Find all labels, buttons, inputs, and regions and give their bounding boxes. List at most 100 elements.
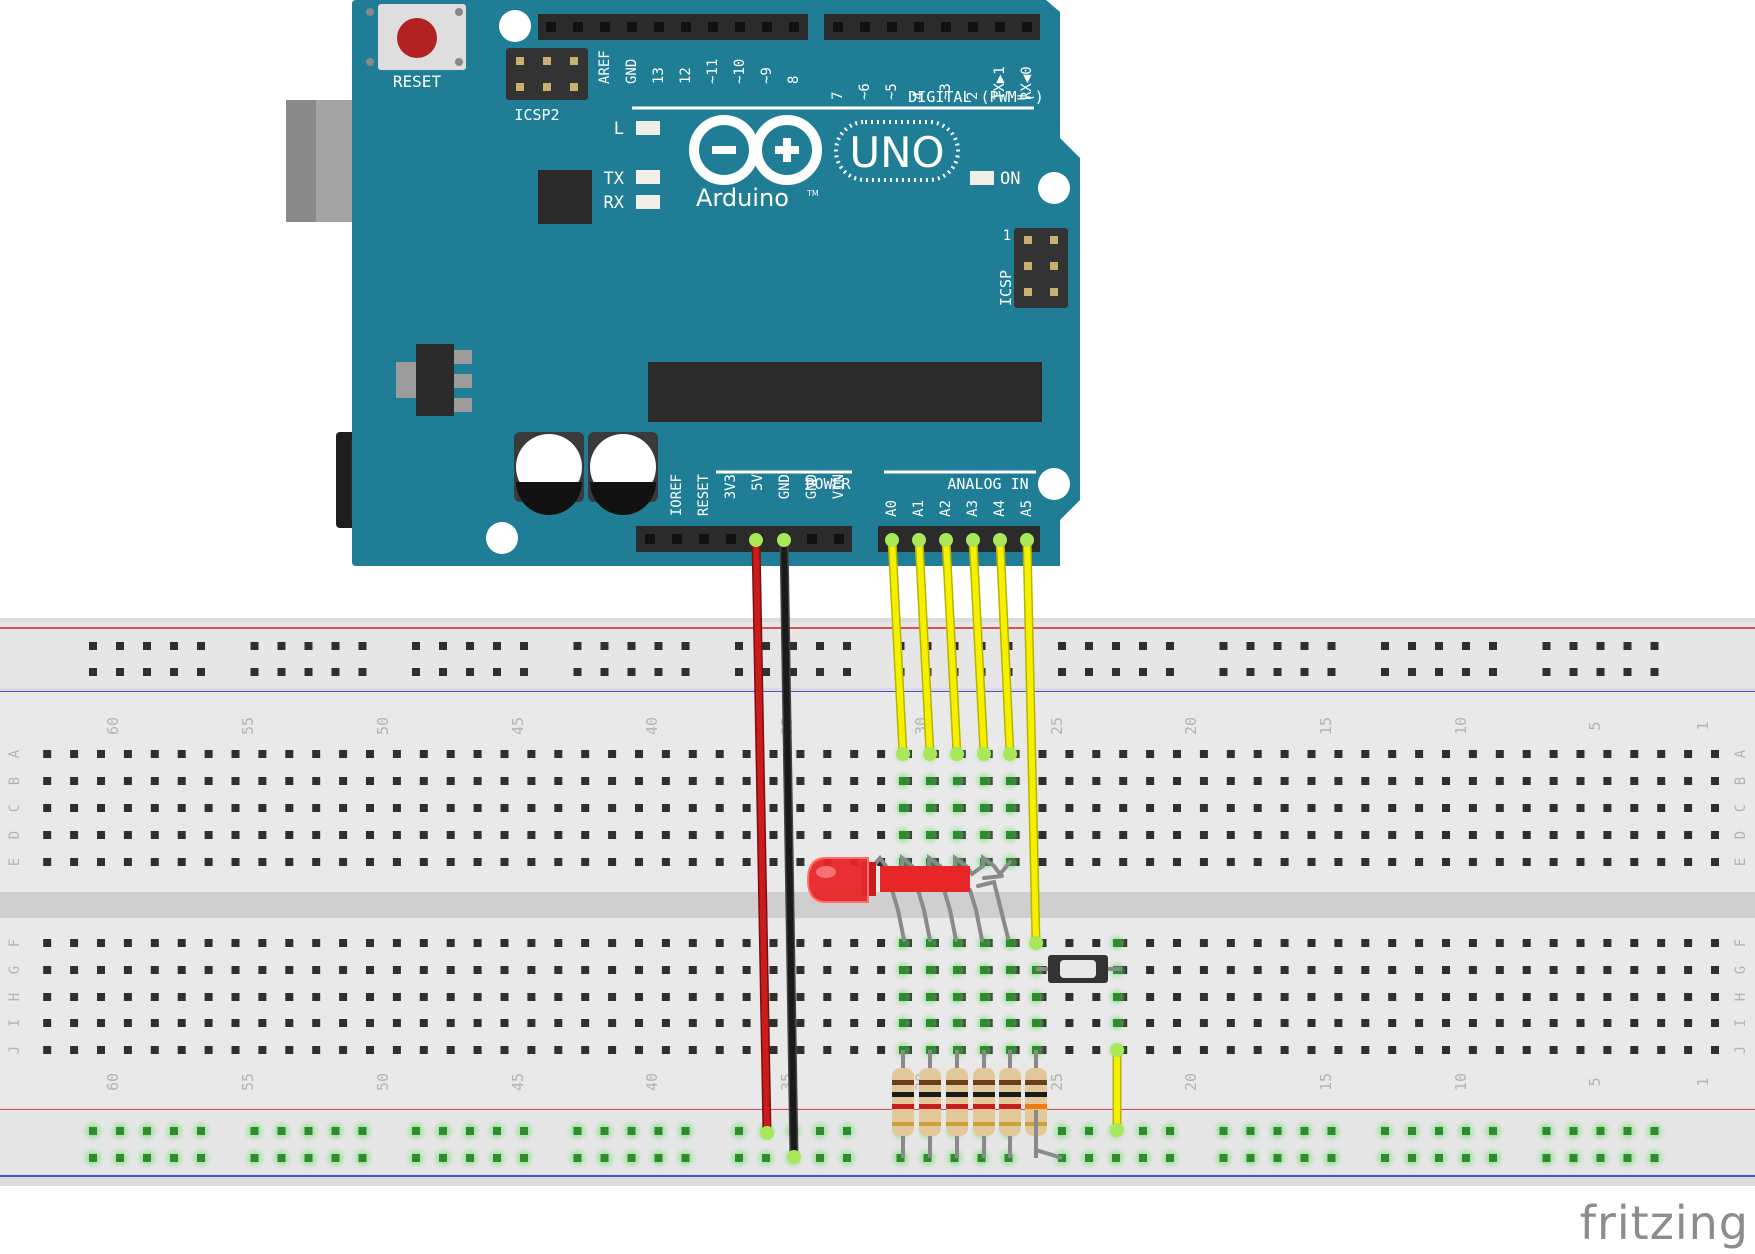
hole [258,939,267,947]
hole [661,750,670,758]
pin-label: A0 [884,500,900,517]
hole [473,858,482,866]
hole [715,939,724,947]
hole [1684,966,1693,974]
hole [661,831,670,839]
column-number: 20 [1182,717,1200,735]
hole [796,993,805,1001]
hole [123,777,132,785]
hole [527,804,536,812]
rail-hole [816,1127,824,1135]
rail-hole [1381,668,1389,676]
hole [1495,993,1504,1001]
hole [953,831,961,839]
hole [1065,1046,1074,1054]
hole [1468,831,1477,839]
hole [1226,858,1235,866]
led-tx-label: TX [604,169,625,189]
hole [446,750,455,758]
hole [1226,1019,1235,1027]
hole [500,858,509,866]
hole [70,993,79,1001]
hole [1032,1019,1040,1027]
hole [500,831,509,839]
hole [177,1019,186,1027]
hole [392,750,401,758]
rail-hole [439,642,447,650]
hole [688,858,697,866]
hole [1307,939,1316,947]
hole [1630,1046,1639,1054]
digital-label: DIGITAL (PWM=~) [908,88,1043,106]
hole [258,777,267,785]
hole [473,831,482,839]
rail-hole [1246,1127,1255,1135]
icsp2-pin [543,57,551,65]
wire-end [939,533,953,547]
rail-hole [1246,668,1255,676]
rail-hole [1435,668,1443,676]
hole [43,777,52,785]
hole [312,777,321,785]
hole [823,804,832,812]
pushbutton[interactable] [1036,955,1122,983]
icsp-pin [1024,262,1032,270]
hole [1468,1019,1477,1027]
hole [581,804,590,812]
hole [123,993,132,1001]
hole [554,804,563,812]
header-pin [887,22,897,32]
rail-hole [681,1154,690,1162]
hole [1173,804,1181,812]
rail-hole [1085,1127,1093,1135]
hole [1065,993,1074,1001]
hole [43,804,52,812]
hole [1684,993,1693,1001]
hole [177,939,186,947]
hole [500,804,509,812]
hole [1307,993,1316,1001]
hole [1495,966,1504,974]
hole [500,939,509,947]
rail-hole [654,1154,663,1162]
hole [953,804,961,812]
hole [1280,1019,1289,1027]
hole [1119,831,1128,839]
hole [1549,1046,1558,1054]
hole [392,966,401,974]
hole [1280,993,1289,1001]
hole [258,966,267,974]
rail-hole [1085,668,1093,676]
hole [1468,777,1477,785]
header-pin [699,534,709,544]
hole [1006,777,1014,785]
hole [1146,777,1155,785]
microcontroller-chip [648,362,1042,422]
rail-hole [1139,1127,1147,1135]
rail-hole [600,1127,609,1135]
hole [1146,831,1155,839]
icsp-pin [1050,236,1058,244]
rail-hole [681,642,690,650]
hole [1576,939,1585,947]
power-label: POWER [805,475,851,493]
hole [715,804,724,812]
column-number: 5 [1586,1077,1604,1086]
hole [527,966,536,974]
wire-signal [997,537,1013,757]
hole [823,993,832,1001]
hole [312,1019,321,1027]
hole [285,939,294,947]
rail-hole [1327,1154,1336,1162]
hole [366,777,374,785]
hole [527,993,536,1001]
rail-hole [600,642,609,650]
hole [446,831,455,839]
hole [150,750,159,758]
rail-hole [493,668,501,676]
rail-hole [600,1154,609,1162]
hole [823,966,832,974]
header-pin [681,22,691,32]
hole [1388,750,1397,758]
hole [1334,750,1343,758]
